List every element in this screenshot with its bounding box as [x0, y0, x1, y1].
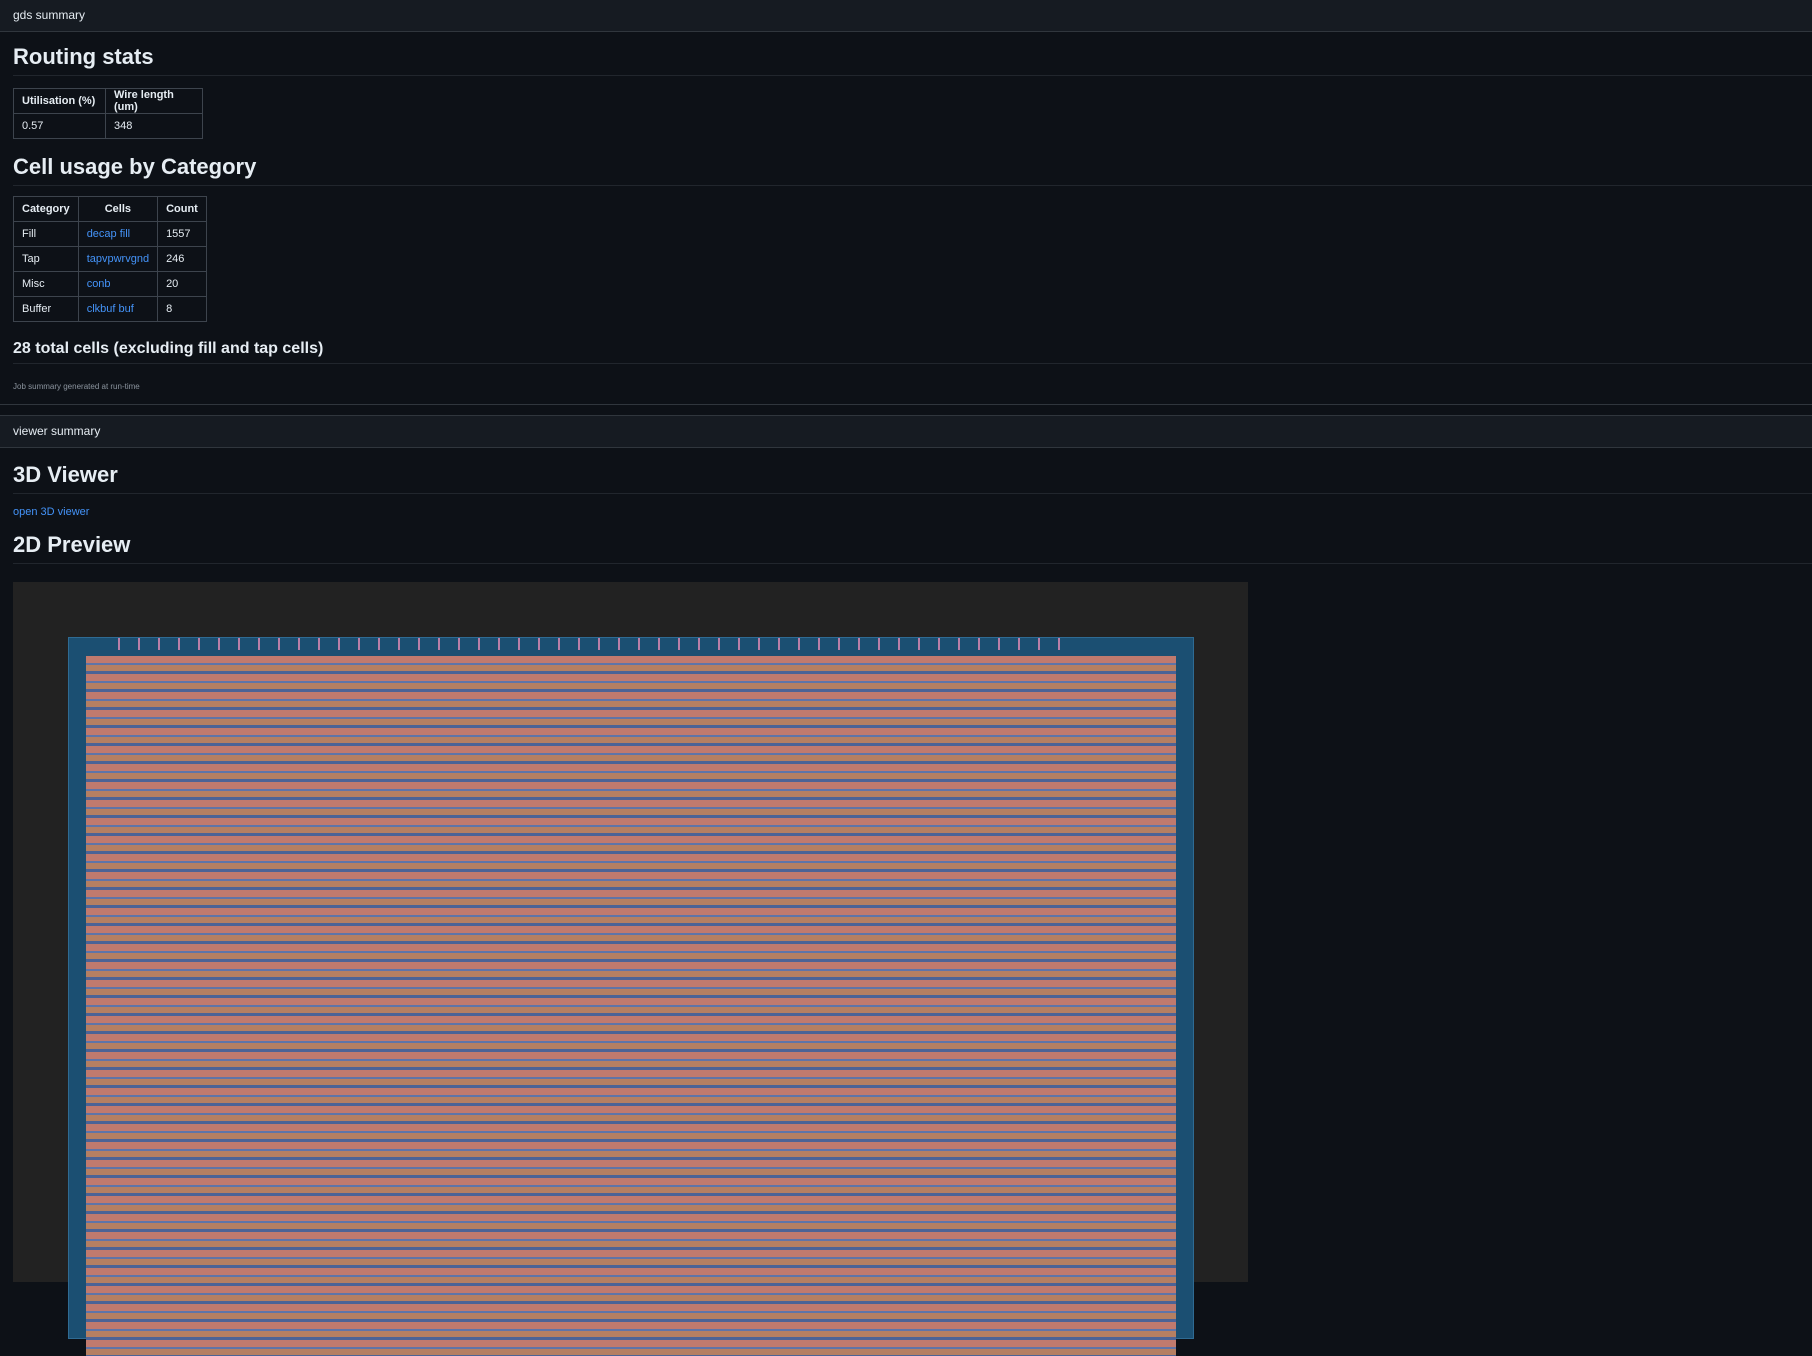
- io-pins: [118, 638, 1060, 650]
- cells-header: Cells: [77, 196, 159, 222]
- table-row: Tap tapvpwrvgnd 246: [13, 246, 207, 272]
- cells-link[interactable]: conb: [77, 271, 159, 297]
- count-cell: 246: [157, 246, 207, 272]
- preview-2d-title: 2D Preview: [13, 532, 1812, 564]
- table-row: Misc conb 20: [13, 271, 207, 297]
- cells-link[interactable]: clkbuf buf: [77, 296, 159, 322]
- cells-link[interactable]: tapvpwrvgnd: [77, 246, 159, 272]
- utilisation-header: Utilisation (%): [13, 88, 106, 114]
- wire-length-header: Wire length (um): [105, 88, 203, 114]
- count-cell: 1557: [157, 221, 207, 247]
- viewer-3d-title: 3D Viewer: [13, 462, 1812, 494]
- standard-cell-rows: [86, 656, 1176, 1356]
- viewer-summary-section: viewer summary 3D Viewer open 3D viewer …: [0, 415, 1812, 564]
- job-summary-footnote: Job summary generated at run-time: [13, 382, 140, 391]
- count-cell: 20: [157, 271, 207, 297]
- cell-usage-title: Cell usage by Category: [13, 154, 1812, 186]
- gds-summary-section: gds summary Routing stats Utilisation (%…: [0, 0, 1812, 405]
- open-3d-viewer-link[interactable]: open 3D viewer: [13, 506, 90, 518]
- category-cell: Fill: [13, 221, 79, 247]
- count-header: Count: [157, 196, 207, 222]
- gds-summary-header: gds summary: [0, 0, 1812, 32]
- utilisation-value: 0.57: [13, 113, 106, 139]
- category-cell: Misc: [13, 271, 79, 297]
- chip-die: [68, 637, 1194, 1356]
- cells-link[interactable]: decap fill: [77, 221, 159, 247]
- category-header: Category: [13, 196, 79, 222]
- category-cell: Buffer: [13, 296, 79, 322]
- wire-length-value: 348: [105, 113, 203, 139]
- viewer-summary-header: viewer summary: [0, 415, 1812, 448]
- cell-usage-table: Category Cells Count Fill decap fill 155…: [13, 196, 207, 322]
- table-row: Fill decap fill 1557: [13, 221, 207, 247]
- layout-preview-image: [13, 582, 1248, 1356]
- routing-stats-title: Routing stats: [13, 44, 1812, 76]
- count-cell: 8: [157, 296, 207, 322]
- table-row: Buffer clkbuf buf 8: [13, 296, 207, 322]
- total-cells-heading: 28 total cells (excluding fill and tap c…: [13, 340, 1812, 364]
- category-cell: Tap: [13, 246, 79, 272]
- routing-stats-table: Utilisation (%) Wire length (um) 0.57 34…: [13, 88, 203, 139]
